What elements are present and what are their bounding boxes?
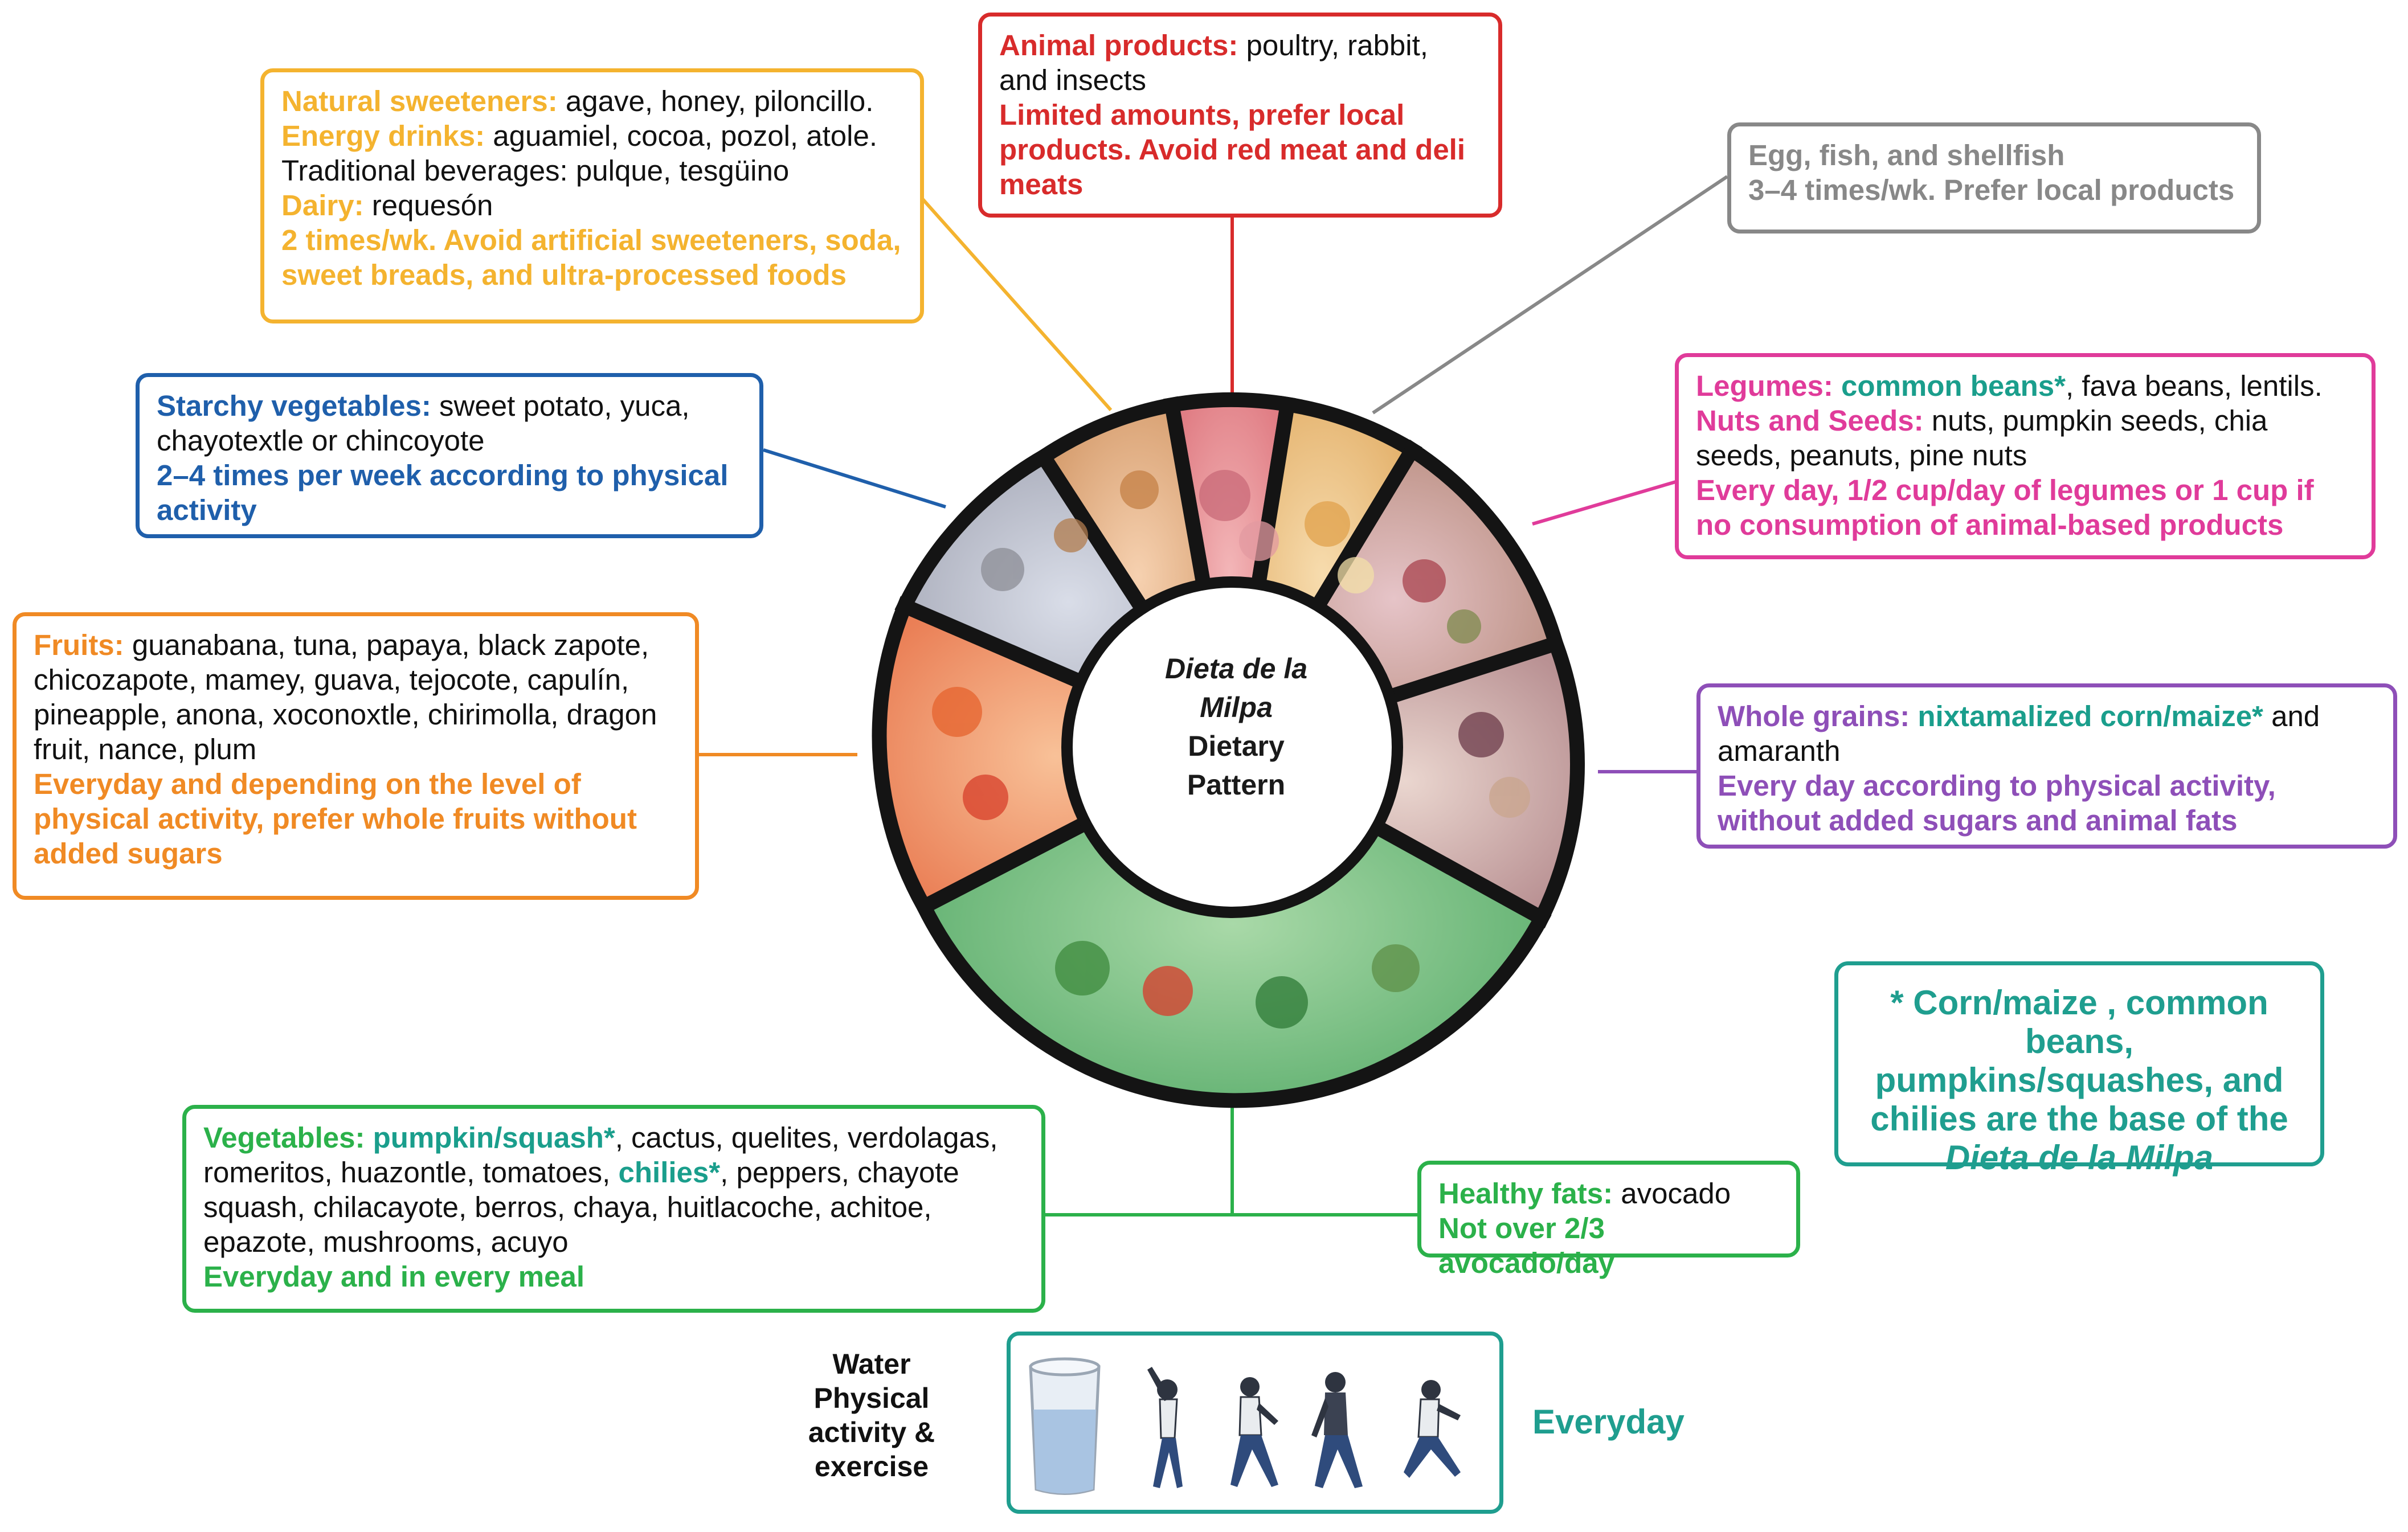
- connector-legumes: [1532, 480, 1678, 526]
- water-label-line1: Water: [832, 1348, 911, 1380]
- center-title: Dieta de la Milpa Dietary Pattern: [1082, 649, 1390, 804]
- water-label-line2: Physical: [813, 1382, 930, 1414]
- base-note-italic: Dieta de la Milpa: [1945, 1138, 2214, 1177]
- animal-products-text: poultry, rabbit, and insects: [999, 29, 1428, 96]
- fats-label: Healthy fats:: [1438, 1177, 1613, 1210]
- dairy-label: Dairy:: [281, 189, 364, 222]
- animal-products-label: Animal products:: [999, 29, 1238, 62]
- legumes-highlight: common beans*: [1833, 370, 2066, 402]
- starchy-vegetables-box: Starchy vegetables: sweet potato, yuca, …: [136, 373, 763, 538]
- stretching-person-icon: [1147, 1367, 1183, 1488]
- water-label-line4: exercise: [814, 1451, 929, 1482]
- activity-box: [1007, 1332, 1503, 1514]
- walking-woman-icon: [1230, 1377, 1278, 1487]
- vegetables-note: Everyday and in every meal: [203, 1260, 585, 1293]
- fats-note: Not over 2/3 avocado/day: [1438, 1212, 1614, 1279]
- legumes-label: Legumes:: [1696, 370, 1833, 402]
- sector-fruits: [872, 596, 1250, 917]
- fruits-text: guanabana, tuna, papaya, black zapote, c…: [34, 629, 657, 765]
- vegetables-highlight-chilies: chilies*: [618, 1156, 721, 1189]
- sector-whole-grains: [1213, 634, 1585, 928]
- fruits-label: Fruits:: [34, 629, 124, 661]
- base-note-text: * Corn/maize , common beans, pumpkins/sq…: [1870, 984, 2288, 1138]
- center-title-line2: Milpa: [1200, 691, 1273, 723]
- egg-fish-box: Egg, fish, and shellfish 3–4 times/wk. P…: [1727, 122, 2261, 234]
- vegetables-box: Vegetables: pumpkin/squash*, cactus, que…: [182, 1105, 1045, 1313]
- sweeteners-label: Natural sweeteners:: [281, 85, 558, 117]
- egg-fish-line2: 3–4 times/wk. Prefer local products: [1748, 174, 2235, 206]
- healthy-fats-box: Healthy fats: avocado Not over 2/3 avoca…: [1417, 1161, 1800, 1279]
- sweeteners-box: Natural sweeteners: agave, honey, pilonc…: [260, 68, 924, 323]
- fruits-box: Fruits: guanabana, tuna, papaya, black z…: [13, 612, 699, 900]
- vegetables-text1: , cactus, quelites, verdolagas, romerito…: [203, 1121, 998, 1189]
- vegetables-text2: , peppers, chayote squash, chilacayote, …: [203, 1156, 959, 1258]
- fats-text: avocado: [1613, 1177, 1731, 1210]
- energy-drinks-label: Energy drinks:: [281, 120, 485, 152]
- nuts-seeds-label: Nuts and Seeds:: [1696, 404, 1924, 437]
- dairy-text: requesón: [363, 189, 493, 222]
- water-label-line3: activity &: [808, 1416, 935, 1448]
- center-title-line1: Dieta de la: [1164, 653, 1308, 685]
- vegetables-label: Vegetables:: [203, 1121, 365, 1154]
- water-activity-label: Water Physical activity & exercise: [798, 1347, 946, 1484]
- walking-man-icon: [1311, 1372, 1363, 1488]
- food-illustrations: [932, 470, 1530, 1029]
- energy-drinks-text: aguamiel, cocoa, pozol, atole.: [485, 120, 878, 152]
- legumes-nuts-box: Legumes: common beans*, fava beans, lent…: [1675, 353, 2376, 559]
- legumes-text: , fava beans, lentils.: [2066, 370, 2323, 402]
- sweeteners-note: 2 times/wk. Avoid artificial sweeteners,…: [281, 224, 901, 291]
- grains-label: Whole grains:: [1718, 700, 1910, 732]
- connector-sweet: [921, 198, 1113, 411]
- starchy-text: sweet potato, yuca, chayotextle or chinc…: [157, 390, 690, 457]
- traditional-beverages-text: Traditional beverages: pulque, tesgüino: [281, 154, 790, 187]
- sector-vegetables: [914, 739, 1552, 1108]
- center-title-line4: Pattern: [1187, 769, 1286, 801]
- starchy-label: Starchy vegetables:: [157, 390, 431, 422]
- grains-highlight: nixtamalized corn/maize*: [1910, 700, 2263, 732]
- animal-products-note: Limited amounts, prefer local products. …: [999, 99, 1466, 200]
- fruits-note: Everyday and depending on the level of p…: [34, 768, 637, 870]
- grains-note: Every day according to physical activity…: [1718, 769, 2276, 837]
- running-man-icon: [1404, 1380, 1461, 1478]
- base-note-box: * Corn/maize , common beans, pumpkins/sq…: [1834, 961, 2324, 1177]
- nuts-seeds-text: nuts, pumpkin seeds, chia seeds, peanuts…: [1696, 404, 2268, 472]
- water-glass-icon: [1029, 1357, 1101, 1495]
- sweeteners-text: agave, honey, piloncillo.: [557, 85, 874, 117]
- connector-egg: [1372, 175, 1728, 415]
- starchy-note: 2–4 times per week according to physical…: [157, 459, 729, 526]
- center-title-line3: Dietary: [1188, 730, 1285, 762]
- connector-starchy: [763, 448, 946, 509]
- whole-grains-box: Whole grains: nixtamalized corn/maize* a…: [1696, 683, 2397, 849]
- animal-products-box: Animal products: poultry, rabbit, and in…: [978, 13, 1502, 218]
- grains-text: and amaranth: [1718, 700, 2320, 767]
- vegetables-highlight-squash: pumpkin/squash*: [365, 1121, 615, 1154]
- egg-fish-line1: Egg, fish, and shellfish: [1748, 139, 2065, 171]
- legumes-note: Every day, 1/2 cup/day of legumes or 1 c…: [1696, 474, 2314, 541]
- everyday-label: Everyday: [1532, 1403, 1685, 1441]
- connector-vegetables-fats: [1044, 1076, 1418, 1216]
